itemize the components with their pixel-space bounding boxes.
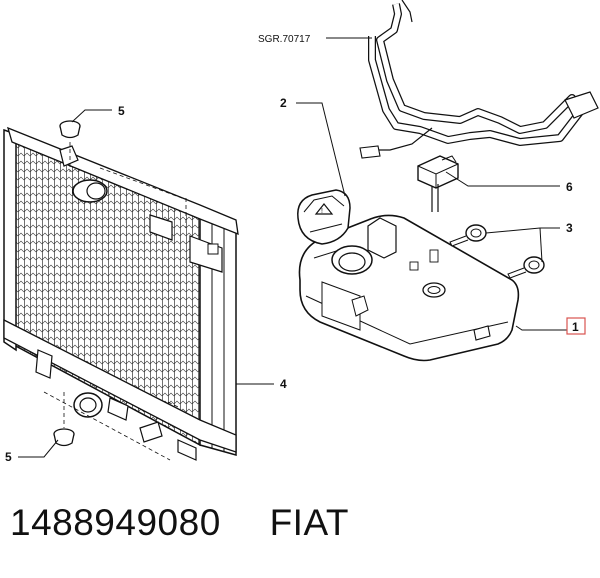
assembly-guides [43,142,187,461]
svg-text:!: ! [321,208,323,215]
radiator-core [13,138,201,447]
callout-2: 2 [280,96,287,110]
mounting-clip-upper [449,224,487,247]
pressure-cap: ! [297,189,351,245]
rubber-mount-bottom [53,428,75,447]
radiator [3,126,239,461]
rubber-mount-top [59,120,81,139]
harness-reference-label: SGR.70717 [258,34,311,45]
expansion-tank [298,214,520,362]
callout-5-top: 5 [118,104,125,118]
callout-4: 4 [280,377,287,391]
level-sensor [417,155,459,212]
callout-5-bottom: 5 [5,450,12,464]
caption: 1488949080 FIAT [10,502,349,544]
callout-leaders [18,37,568,458]
callout-1: 1 [572,320,579,334]
callout-3: 3 [566,221,573,235]
highlight-box [566,317,586,335]
parts-diagram: ! SGR [3,0,599,464]
callout-6: 6 [566,180,573,194]
wiring-harness [359,0,599,159]
mounting-clip-lower [507,256,545,279]
brand-name: FIAT [269,502,349,543]
part-number: 1488949080 [10,502,221,543]
